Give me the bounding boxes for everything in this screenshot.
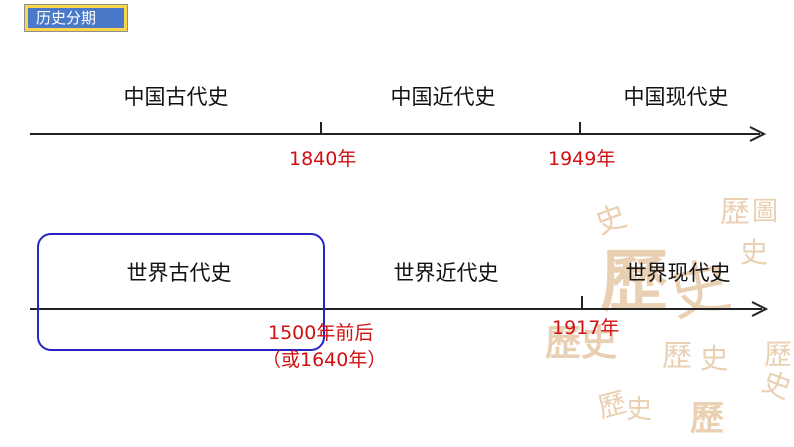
period-china-modern-early: 中国近代史: [390, 85, 496, 109]
watermark-glyph: 歷: [720, 195, 750, 230]
watermark-glyph: 歷: [662, 339, 692, 374]
watermark-glyph: 史: [700, 342, 728, 375]
watermark-glyph: 史: [740, 236, 768, 269]
watermark-glyph: 圖: [752, 197, 778, 227]
watermark-glyph: 歷: [764, 338, 792, 371]
divider-year-1840: 1840年: [289, 148, 357, 170]
period-world-ancient: 世界古代史: [126, 261, 232, 285]
divider-year-1917: 1917年: [552, 317, 620, 339]
period-world-modern-early: 世界近代史: [393, 261, 499, 285]
divider-year-1500: 1500年前后: [268, 322, 374, 344]
highlight-box: [37, 233, 325, 351]
period-world-contemporary: 世界现代史: [625, 261, 731, 285]
china-timeline-arrowhead: [749, 126, 767, 142]
divider-year-1640-note: （或1640年）: [262, 349, 387, 371]
watermark-glyph: 歷: [690, 399, 724, 439]
divider-year-1949: 1949年: [548, 148, 616, 170]
section-tag: 历史分期: [24, 4, 128, 32]
watermark-glyph: 史: [663, 250, 736, 331]
period-china-ancient: 中国古代史: [123, 85, 229, 109]
watermark-glyph: 歷史: [545, 322, 617, 364]
world-timeline-arrowhead: [751, 301, 769, 317]
section-tag-label: 历史分期: [28, 8, 124, 28]
period-china-contemporary: 中国现代史: [623, 85, 729, 109]
watermark-glyph: 史: [626, 395, 652, 425]
